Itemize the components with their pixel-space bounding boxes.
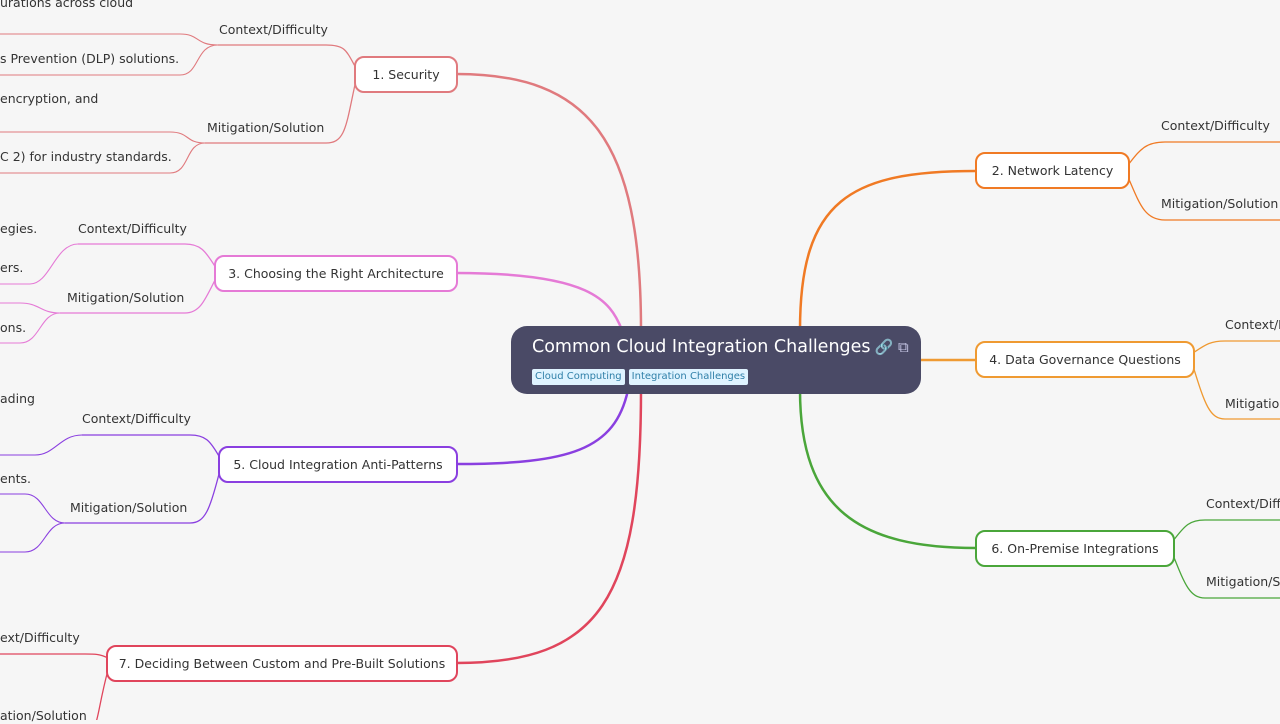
edge-anti-patterns-context-leaf	[0, 434, 83, 456]
security-leaf-4[interactable]: C 2) for industry standards.	[0, 149, 172, 164]
architecture-leaf-2[interactable]: ers.	[0, 260, 24, 275]
node-architecture[interactable]: 3. Choosing the Right Architecture	[214, 255, 458, 292]
label-governance-context[interactable]: Context/D	[1225, 317, 1280, 332]
label-network-mitigation[interactable]: Mitigation/Solution	[1161, 196, 1279, 211]
edge-security-context-leaf2	[0, 44, 219, 76]
node-network-latency[interactable]: 2. Network Latency	[975, 152, 1130, 189]
label-governance-mitigation[interactable]: Mitigation	[1225, 396, 1280, 411]
security-leaf-3[interactable]: encryption, and	[0, 91, 99, 106]
label-onprem-mitigation[interactable]: Mitigation/S	[1206, 574, 1280, 589]
edge-security-mitigation	[205, 79, 357, 144]
edge-onprem-context	[1172, 519, 1280, 542]
edge-architecture-mitigation-leaf1	[0, 302, 61, 314]
label-custom-prebuilt-context[interactable]: ext/Difficulty	[0, 630, 80, 645]
label-network-context[interactable]: Context/Difficulty	[1161, 118, 1270, 133]
edge-custom-prebuilt-context	[0, 653, 109, 659]
edge-root-custom-prebuilt	[455, 389, 643, 665]
copy-icon[interactable]: ⧉	[898, 338, 909, 356]
node-data-governance[interactable]: 4. Data Governance Questions	[975, 341, 1195, 378]
edge-anti-patterns-mitigation-leaf1	[0, 493, 66, 524]
edge-anti-patterns-mitigation	[65, 469, 221, 524]
edge-security-context-leaf1	[0, 33, 219, 46]
node-anti-patterns[interactable]: 5. Cloud Integration Anti-Patterns	[218, 446, 458, 483]
architecture-leaf-3[interactable]: ons.	[0, 320, 27, 335]
anti-patterns-leaf-2[interactable]: ents.	[0, 471, 31, 486]
label-architecture-mitigation[interactable]: Mitigation/Solution	[67, 290, 185, 305]
edge-network-context	[1127, 141, 1280, 166]
edge-security-mitigation-leaf1	[0, 131, 206, 144]
label-onprem-context[interactable]: Context/Diffi	[1206, 496, 1280, 511]
label-anti-patterns-mitigation[interactable]: Mitigation/Solution	[70, 500, 188, 515]
label-custom-prebuilt-mitigation[interactable]: ation/Solution	[0, 708, 87, 723]
edge-onprem-mitigation	[1172, 554, 1280, 599]
label-architecture-context[interactable]: Context/Difficulty	[78, 221, 187, 236]
root-node[interactable]: Common Cloud Integration Challenges🔗 ⧉ C…	[511, 326, 921, 394]
security-leaf-2[interactable]: s Prevention (DLP) solutions.	[0, 51, 180, 66]
edge-security-mitigation-leaf2	[0, 142, 206, 174]
label-security-context[interactable]: Context/Difficulty	[219, 22, 328, 37]
edge-architecture-context	[78, 243, 217, 269]
node-security[interactable]: 1. Security	[354, 56, 458, 93]
tag-integration-challenges[interactable]: Integration Challenges	[628, 369, 749, 385]
edge-anti-patterns-context	[82, 434, 221, 459]
edge-root-anti-patterns	[455, 389, 630, 466]
edge-network-mitigation	[1127, 176, 1280, 221]
anti-patterns-leaf-1[interactable]: ading	[0, 391, 35, 406]
edge-custom-prebuilt-mitigation	[96, 669, 109, 720]
edge-root-network-latency	[798, 169, 977, 331]
root-title: Common Cloud Integration Challenges	[532, 337, 871, 357]
edge-anti-patterns-mitigation-leaf2	[0, 522, 66, 553]
node-on-premise[interactable]: 6. On-Premise Integrations	[975, 530, 1175, 567]
edge-architecture-mitigation-leaf2	[0, 312, 61, 344]
node-custom-prebuilt[interactable]: 7. Deciding Between Custom and Pre-Built…	[106, 645, 458, 682]
security-leaf-1[interactable]: urations across cloud	[0, 0, 134, 10]
edge-root-on-premise	[798, 389, 977, 550]
edge-architecture-context-leaf	[0, 243, 79, 285]
edge-security-context	[218, 44, 357, 69]
edge-governance-mitigation	[1192, 365, 1280, 420]
architecture-leaf-1[interactable]: egies.	[0, 221, 38, 236]
label-security-mitigation[interactable]: Mitigation/Solution	[207, 120, 325, 135]
edge-governance-context	[1192, 340, 1280, 354]
tag-cloud-computing[interactable]: Cloud Computing	[532, 369, 625, 385]
label-anti-patterns-context[interactable]: Context/Difficulty	[82, 411, 191, 426]
edge-root-security	[455, 72, 643, 331]
link-icon[interactable]: 🔗	[874, 338, 894, 356]
edge-architecture-mitigation	[60, 277, 217, 314]
edge-root-architecture	[455, 271, 624, 331]
